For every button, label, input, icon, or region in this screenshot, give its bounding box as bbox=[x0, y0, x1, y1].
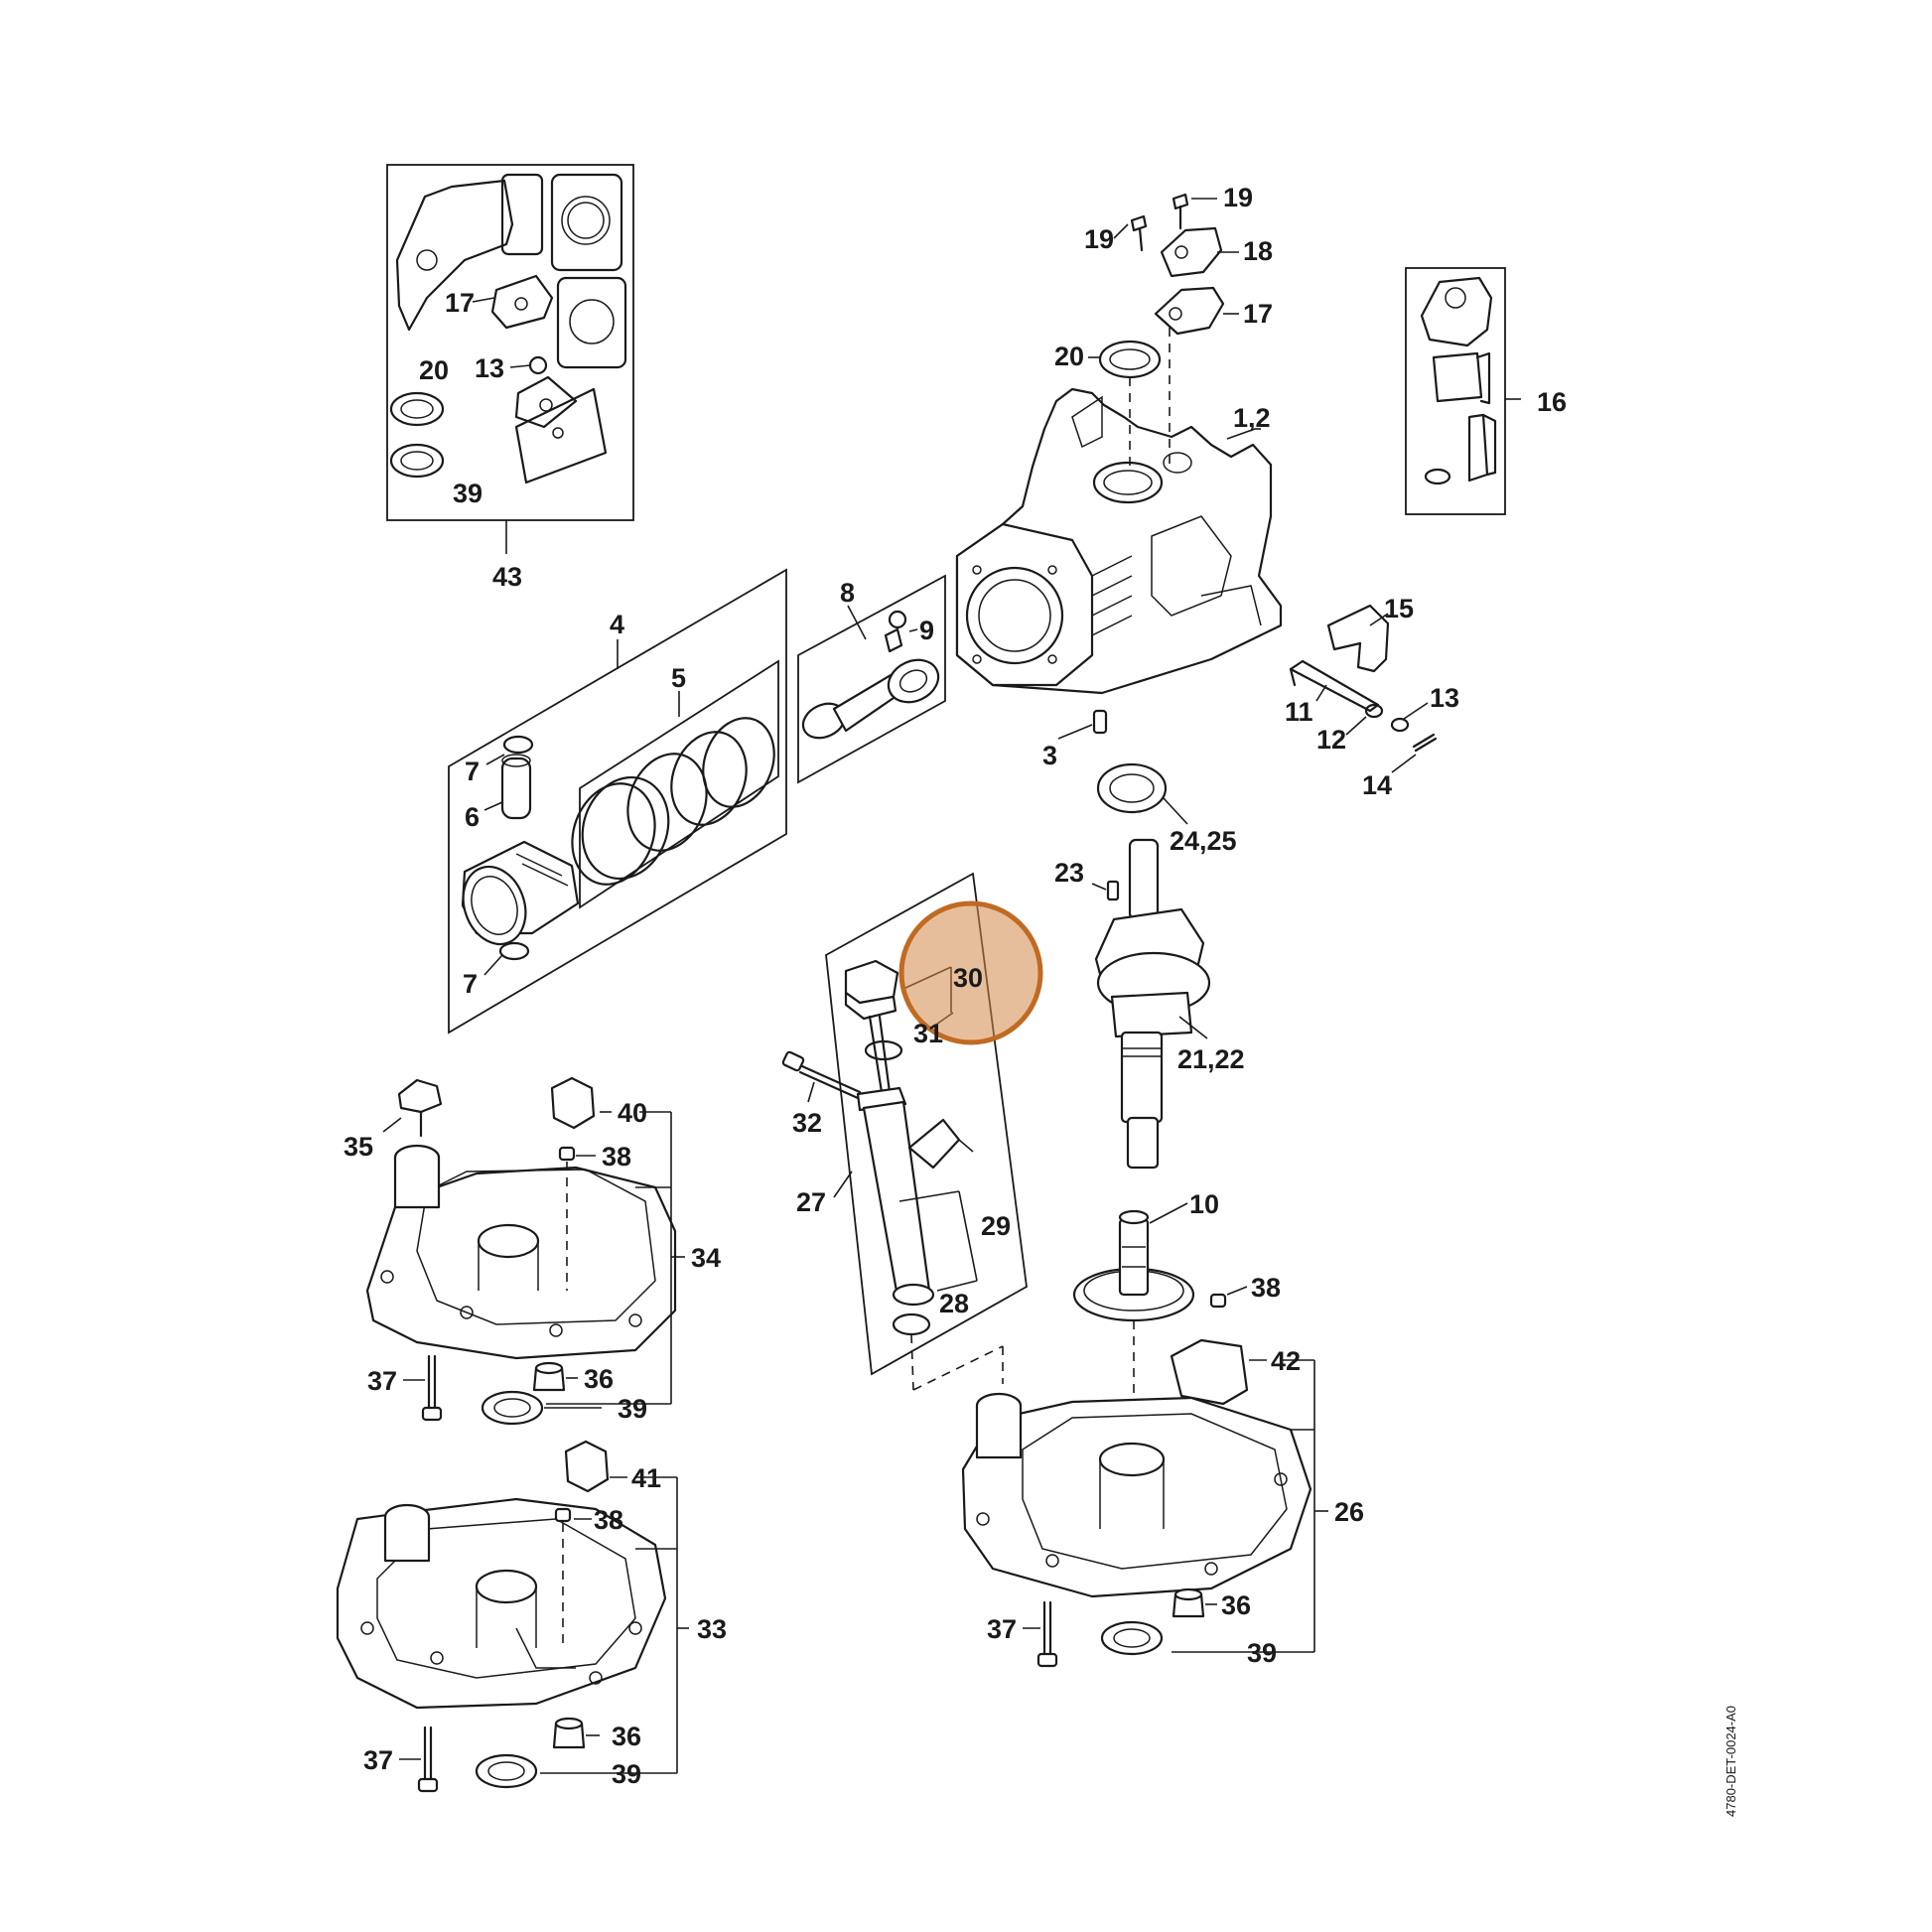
label-28: 28 bbox=[939, 1289, 969, 1318]
label-24-25: 24,25 bbox=[1170, 826, 1237, 856]
highlight-marker bbox=[898, 900, 1043, 1045]
label-19-top: 19 bbox=[1223, 183, 1253, 212]
label-39-kit: 39 bbox=[453, 479, 483, 508]
label-37-bottom: 37 bbox=[363, 1745, 393, 1775]
label-11: 11 bbox=[1285, 697, 1313, 727]
label-42: 42 bbox=[1271, 1346, 1301, 1376]
bearing-24-25 bbox=[1096, 762, 1188, 825]
crankcase-cover-26 bbox=[961, 1202, 1328, 1668]
label-9: 9 bbox=[919, 616, 934, 645]
piston-assembly-4 bbox=[448, 568, 787, 1035]
label-35: 35 bbox=[344, 1132, 373, 1162]
label-5: 5 bbox=[671, 663, 686, 693]
label-20-top: 20 bbox=[1054, 342, 1084, 371]
label-32: 32 bbox=[792, 1108, 822, 1138]
label-26: 26 bbox=[1334, 1497, 1364, 1527]
label-8: 8 bbox=[840, 578, 855, 608]
label-39-left: 39 bbox=[618, 1394, 647, 1424]
label-37-left: 37 bbox=[367, 1366, 397, 1396]
crankcase-cover-34 bbox=[365, 1076, 685, 1426]
label-23: 23 bbox=[1054, 858, 1084, 888]
label-7-top: 7 bbox=[465, 757, 480, 786]
label-38-bottom: 38 bbox=[594, 1505, 623, 1535]
label-20-kit: 20 bbox=[419, 355, 449, 385]
kit-16 bbox=[1405, 267, 1521, 515]
label-27: 27 bbox=[796, 1187, 826, 1217]
label-38-left: 38 bbox=[602, 1142, 631, 1172]
label-14: 14 bbox=[1362, 770, 1392, 800]
oil-seal-20-top bbox=[1088, 340, 1162, 467]
label-7-bottom: 7 bbox=[463, 969, 478, 999]
label-33: 33 bbox=[697, 1614, 727, 1644]
pin-3 bbox=[1057, 709, 1108, 740]
label-34: 34 bbox=[691, 1243, 721, 1273]
label-40: 40 bbox=[618, 1098, 647, 1128]
crankcase-1-2 bbox=[955, 387, 1283, 695]
label-19-left: 19 bbox=[1084, 224, 1114, 254]
label-4: 4 bbox=[610, 610, 624, 639]
crankshaft-21-22 bbox=[1091, 838, 1211, 1170]
label-17-top: 17 bbox=[1243, 299, 1273, 329]
label-39-bottom: 39 bbox=[612, 1759, 641, 1789]
label-39-right: 39 bbox=[1247, 1638, 1277, 1668]
gasket-kit-43 bbox=[386, 164, 634, 554]
label-36-bottom: 36 bbox=[612, 1722, 641, 1751]
label-36-right: 36 bbox=[1221, 1590, 1251, 1620]
label-15: 15 bbox=[1384, 594, 1414, 623]
callout-labels: 19 19 18 17 20 1,2 16 17 20 13 39 43 4 8… bbox=[344, 183, 1738, 1817]
label-41: 41 bbox=[631, 1463, 661, 1493]
cover-17-18-top bbox=[1113, 193, 1239, 467]
label-29: 29 bbox=[981, 1211, 1011, 1241]
label-12: 12 bbox=[1316, 725, 1346, 755]
label-13-kit: 13 bbox=[475, 353, 504, 383]
label-16: 16 bbox=[1537, 387, 1567, 417]
governor-parts-11-15 bbox=[1289, 604, 1438, 773]
label-6: 6 bbox=[465, 802, 480, 832]
label-38-right: 38 bbox=[1251, 1273, 1281, 1303]
document-id: 4780-DET-0024-A0 bbox=[1724, 1706, 1738, 1817]
label-18: 18 bbox=[1243, 236, 1273, 266]
label-43: 43 bbox=[492, 562, 522, 592]
label-30: 30 bbox=[953, 963, 983, 993]
label-36-left: 36 bbox=[584, 1364, 614, 1394]
label-1-2: 1,2 bbox=[1233, 403, 1271, 433]
label-13-right: 13 bbox=[1430, 683, 1459, 713]
connecting-rod-8 bbox=[797, 574, 946, 784]
label-31: 31 bbox=[913, 1019, 943, 1048]
label-10: 10 bbox=[1189, 1189, 1219, 1219]
label-17-kit: 17 bbox=[445, 288, 475, 318]
oil-fill-tube-27 bbox=[781, 872, 1028, 1391]
label-21-22: 21,22 bbox=[1177, 1044, 1245, 1074]
label-37-right: 37 bbox=[987, 1614, 1017, 1644]
label-3: 3 bbox=[1042, 741, 1057, 770]
crankcase-cover-33 bbox=[336, 1440, 689, 1793]
